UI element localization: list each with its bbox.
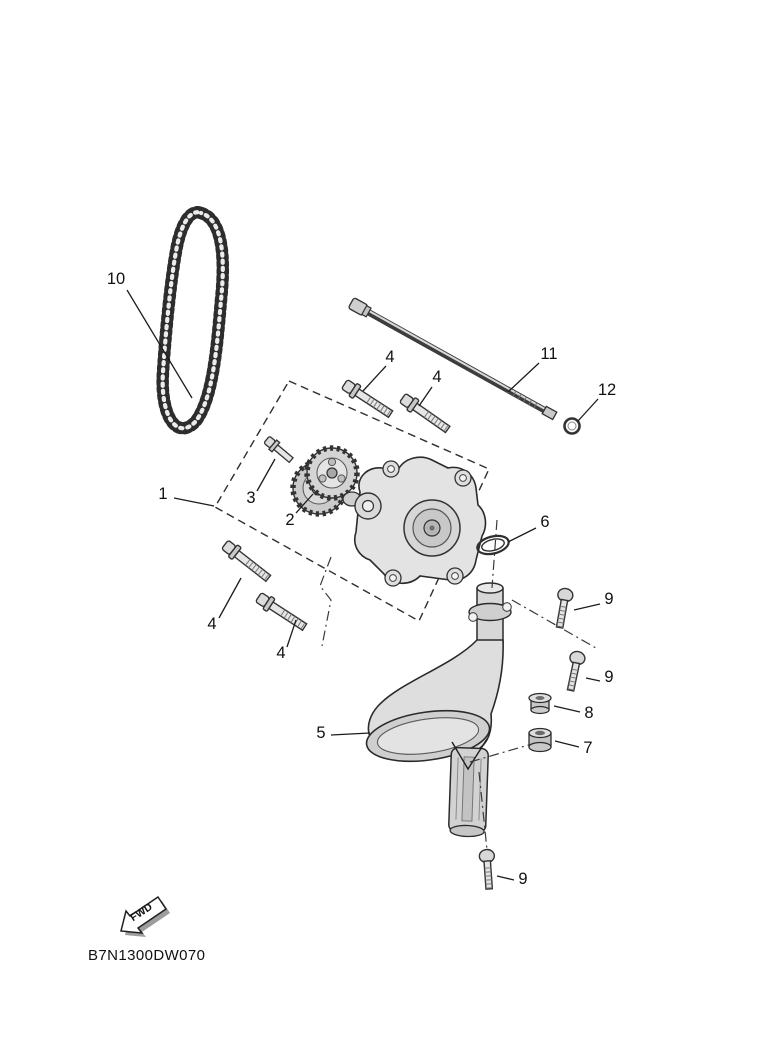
mount-bolt-4a xyxy=(339,377,396,422)
callout-4-4: 4 xyxy=(276,644,285,662)
pump-shaft-bolt xyxy=(348,297,558,421)
flanged-bushing xyxy=(528,692,552,715)
oil-strainer xyxy=(365,582,512,838)
callout-11: 11 xyxy=(540,345,557,363)
diagram-code: B7N1300DW070 xyxy=(88,947,205,964)
strainer-bolt-9a xyxy=(551,586,575,630)
callout-9-2: 9 xyxy=(604,668,613,686)
assembly-zigzag-line xyxy=(319,556,332,647)
callout-10: 10 xyxy=(107,270,125,288)
callout-4-1: 4 xyxy=(385,348,394,366)
callout-3: 3 xyxy=(246,489,255,507)
drive-chain xyxy=(163,212,223,428)
construction-lines xyxy=(469,519,597,851)
washer-clip xyxy=(563,417,581,435)
leader-lines xyxy=(126,289,601,881)
oil-pump-body xyxy=(342,456,487,587)
callout-5: 5 xyxy=(316,724,325,742)
callout-6: 6 xyxy=(540,513,549,531)
assembly-boundary xyxy=(214,380,490,622)
mount-bolt-4d xyxy=(253,590,310,635)
callout-9-1: 9 xyxy=(604,590,613,608)
callout-4-3: 4 xyxy=(207,615,216,633)
callout-2: 2 xyxy=(285,511,294,529)
mount-bolt-4c xyxy=(219,537,274,585)
mount-bolt-4b xyxy=(397,390,453,437)
callout-8: 8 xyxy=(584,704,593,722)
strainer-bolt-9b xyxy=(562,649,587,693)
callout-1: 1 xyxy=(158,485,167,503)
sprocket-bolt xyxy=(262,434,296,466)
strainer-bolt-9c xyxy=(478,848,498,891)
fwd-arrow: FWD xyxy=(120,895,170,937)
collar-damper xyxy=(528,727,552,753)
callout-7: 7 xyxy=(583,739,592,757)
callout-12: 12 xyxy=(598,381,616,399)
callout-labels: 10 4 4 11 12 1 3 2 6 4 4 9 9 8 7 5 9 xyxy=(107,270,616,888)
callout-9-3: 9 xyxy=(518,870,527,888)
callout-4-2: 4 xyxy=(432,368,441,386)
